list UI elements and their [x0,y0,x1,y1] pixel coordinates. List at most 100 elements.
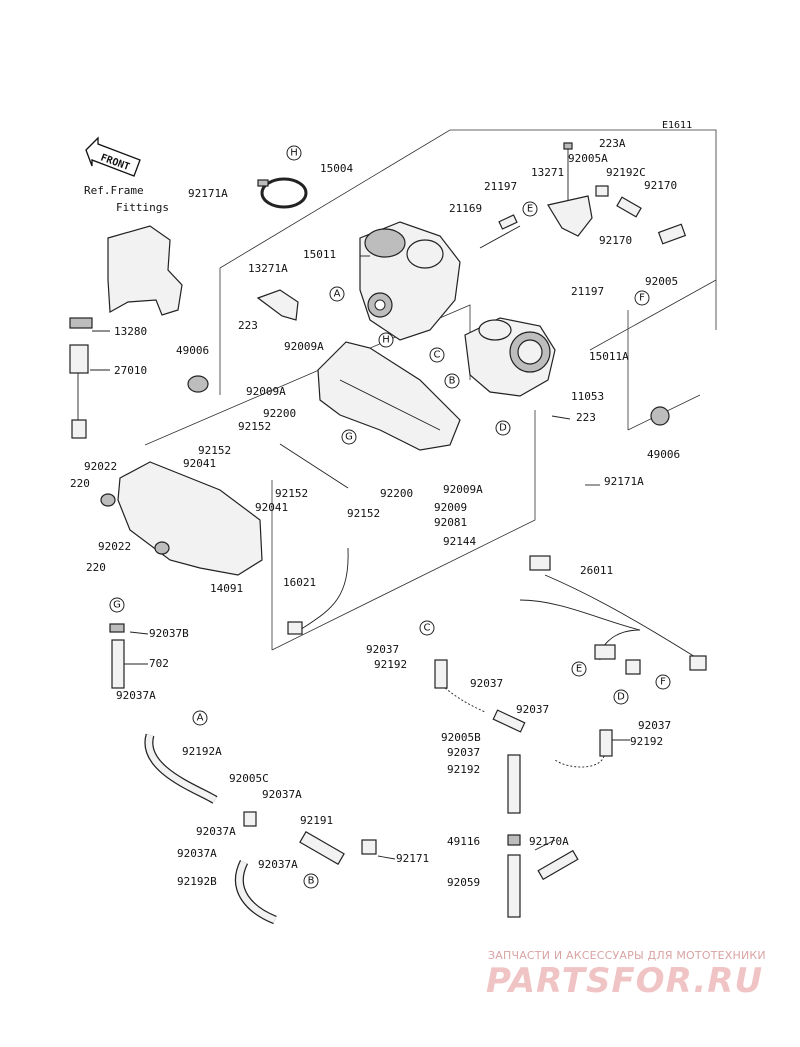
callout-B-mid: B [444,373,460,389]
label-92081: 92081 [434,516,467,529]
callout-H-top: H [286,145,302,161]
rod-92041 [279,443,349,489]
label-92037-b: 92037 [470,677,503,690]
label-21197-mid: 21197 [571,285,604,298]
hose-92170-top [616,196,642,218]
svg-text:E: E [527,204,533,215]
label-92041-b: 92041 [255,501,288,514]
label-92192A: 92192A [182,745,222,758]
label-92005C: 92005C [229,772,269,785]
cable-end-16021 [287,621,303,635]
left-bracket [69,225,183,439]
label-92037B: 92037B [149,627,189,640]
svg-text:F: F [660,677,666,688]
label-92037A-d: 92037A [258,858,298,871]
label-92009: 92009 [434,501,467,514]
connector-27010 [69,344,89,374]
cable-tie-top [260,177,308,209]
callout-E-top: E [522,201,538,217]
cable-16021 [299,547,349,631]
callout-C-mid: C [429,347,445,363]
callout-H-mid: H [378,332,394,348]
label-13280: 13280 [114,325,147,338]
hose-92192-d [599,729,613,757]
label-92171A-top: 92171A [188,187,228,200]
callout-D-low: D [613,689,629,705]
cable-tie-lock-top [257,179,269,187]
spring-21169 [498,214,518,230]
svg-text:A: A [334,289,341,300]
label-92200-a: 92200 [263,407,296,420]
label-702: 702 [149,657,169,670]
label-92005B: 92005B [441,731,481,744]
svg-text:B: B [449,376,456,387]
fitting-92192C [595,185,609,197]
label-92009A-b: 92009A [246,385,286,398]
label-92005: 92005 [645,275,678,288]
label-223A: 223A [599,137,626,150]
watermark-subtitle: ЗАПЧАСТИ И АКСЕССУАРЫ ДЛЯ МОТОТЕХНИКИ [488,949,766,962]
svg-text:D: D [499,423,507,434]
label-27010: 27010 [114,364,147,377]
label-92009A-a: 92009A [284,340,324,353]
throttle-body-15011 [359,221,461,341]
callout-G-mid: G [341,429,357,445]
label-92037-d: 92037 [638,719,671,732]
cap-92005 [657,223,687,245]
label-92037-e: 92037 [447,746,480,759]
ref-note-line1: Ref.Frame [84,184,144,197]
label-92192-a: 92192 [374,658,407,671]
label-15011A: 15011A [589,350,629,363]
label-92037-c: 92037 [516,703,549,716]
lower-left-hose-assembly [144,733,377,925]
label-92037A-c: 92037A [177,847,217,860]
callout-G-left: G [109,597,125,613]
svg-text:E: E [576,664,582,675]
callout-F-top: F [634,290,650,306]
hose-92192-c [434,659,448,689]
label-92152-b: 92152 [198,444,231,457]
callouts: H E A H C F B D G G C E F D A B [109,145,671,889]
leader-lines [90,255,630,860]
label-92152-a: 92152 [238,420,271,433]
ref-note-line2: Fittings [116,201,169,214]
cover-14091 [100,461,263,576]
label-92037A-head: 92037A [116,689,156,702]
label-16021: 16021 [283,576,316,589]
label-92037A-a: 92037A [262,788,302,801]
label-92059: 92059 [447,876,480,889]
label-92041-a: 92041 [183,457,216,470]
label-92037A-b: 92037A [196,825,236,838]
bracket-13271 [547,142,593,237]
label-13271: 13271 [531,166,564,179]
callout-F-low: F [655,674,671,690]
label-49006-left: 49006 [176,344,209,357]
svg-text:G: G [113,600,121,611]
label-49006-right: 49006 [647,448,680,461]
connector-plug-27010 [71,419,87,439]
label-92022-b: 92022 [98,540,131,553]
svg-text:H: H [382,335,390,346]
callout-D-mid: D [495,420,511,436]
label-21197-top: 21197 [484,180,517,193]
label-15004: 15004 [320,162,353,175]
hose-92170A [537,849,579,881]
pipe-702 [111,639,125,689]
callout-B-low: B [303,873,319,889]
callout-E-low: E [571,661,587,677]
ring-49006-left [187,375,209,393]
label-92200-b: 92200 [380,487,413,500]
label-92192-c: 92192 [447,763,480,776]
label-92171: 92171 [396,852,429,865]
label-92170-mid: 92170 [599,234,632,247]
label-92170A: 92170A [529,835,569,848]
label-92171A-right: 92171A [604,475,644,488]
sensor-13280 [69,317,93,329]
label-92144: 92144 [443,535,476,548]
label-92022-a: 92022 [84,460,117,473]
svg-text:C: C [434,350,441,361]
svg-text:F: F [639,293,645,304]
harness-26011 [519,555,707,675]
svg-text:G: G [345,432,353,443]
